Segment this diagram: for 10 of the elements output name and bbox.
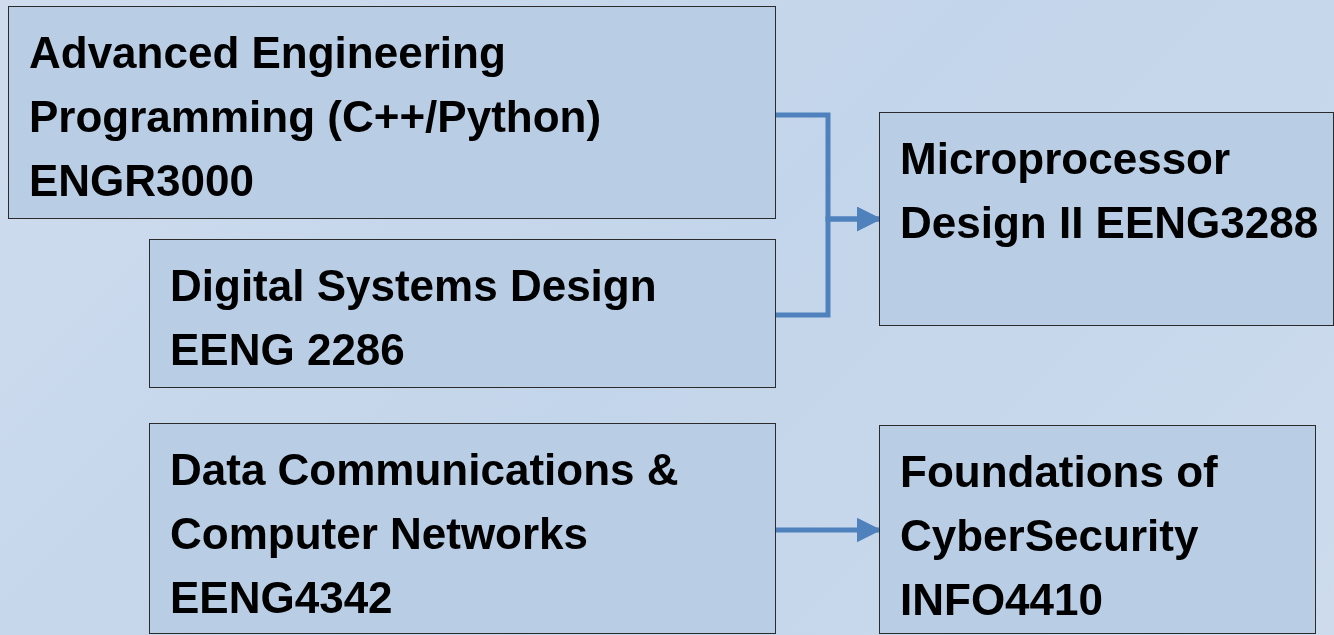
course-title: Data Communications & Computer Networks EENG4342 (170, 444, 680, 624)
course-box (879, 112, 1334, 326)
course-box (149, 239, 776, 388)
course-box (149, 423, 776, 634)
course-title: Microprocessor Design II EENG3288 (900, 133, 1320, 249)
course-title: Digital Systems Design EENG 2286 (170, 260, 658, 376)
course-title: Advanced Engineering Programming (C++/Python) ENGR3000 (29, 27, 603, 207)
course-box (8, 6, 776, 219)
course-title: Foundations of CyberSecurity INFO4410 (900, 446, 1219, 626)
course-box (879, 425, 1316, 634)
